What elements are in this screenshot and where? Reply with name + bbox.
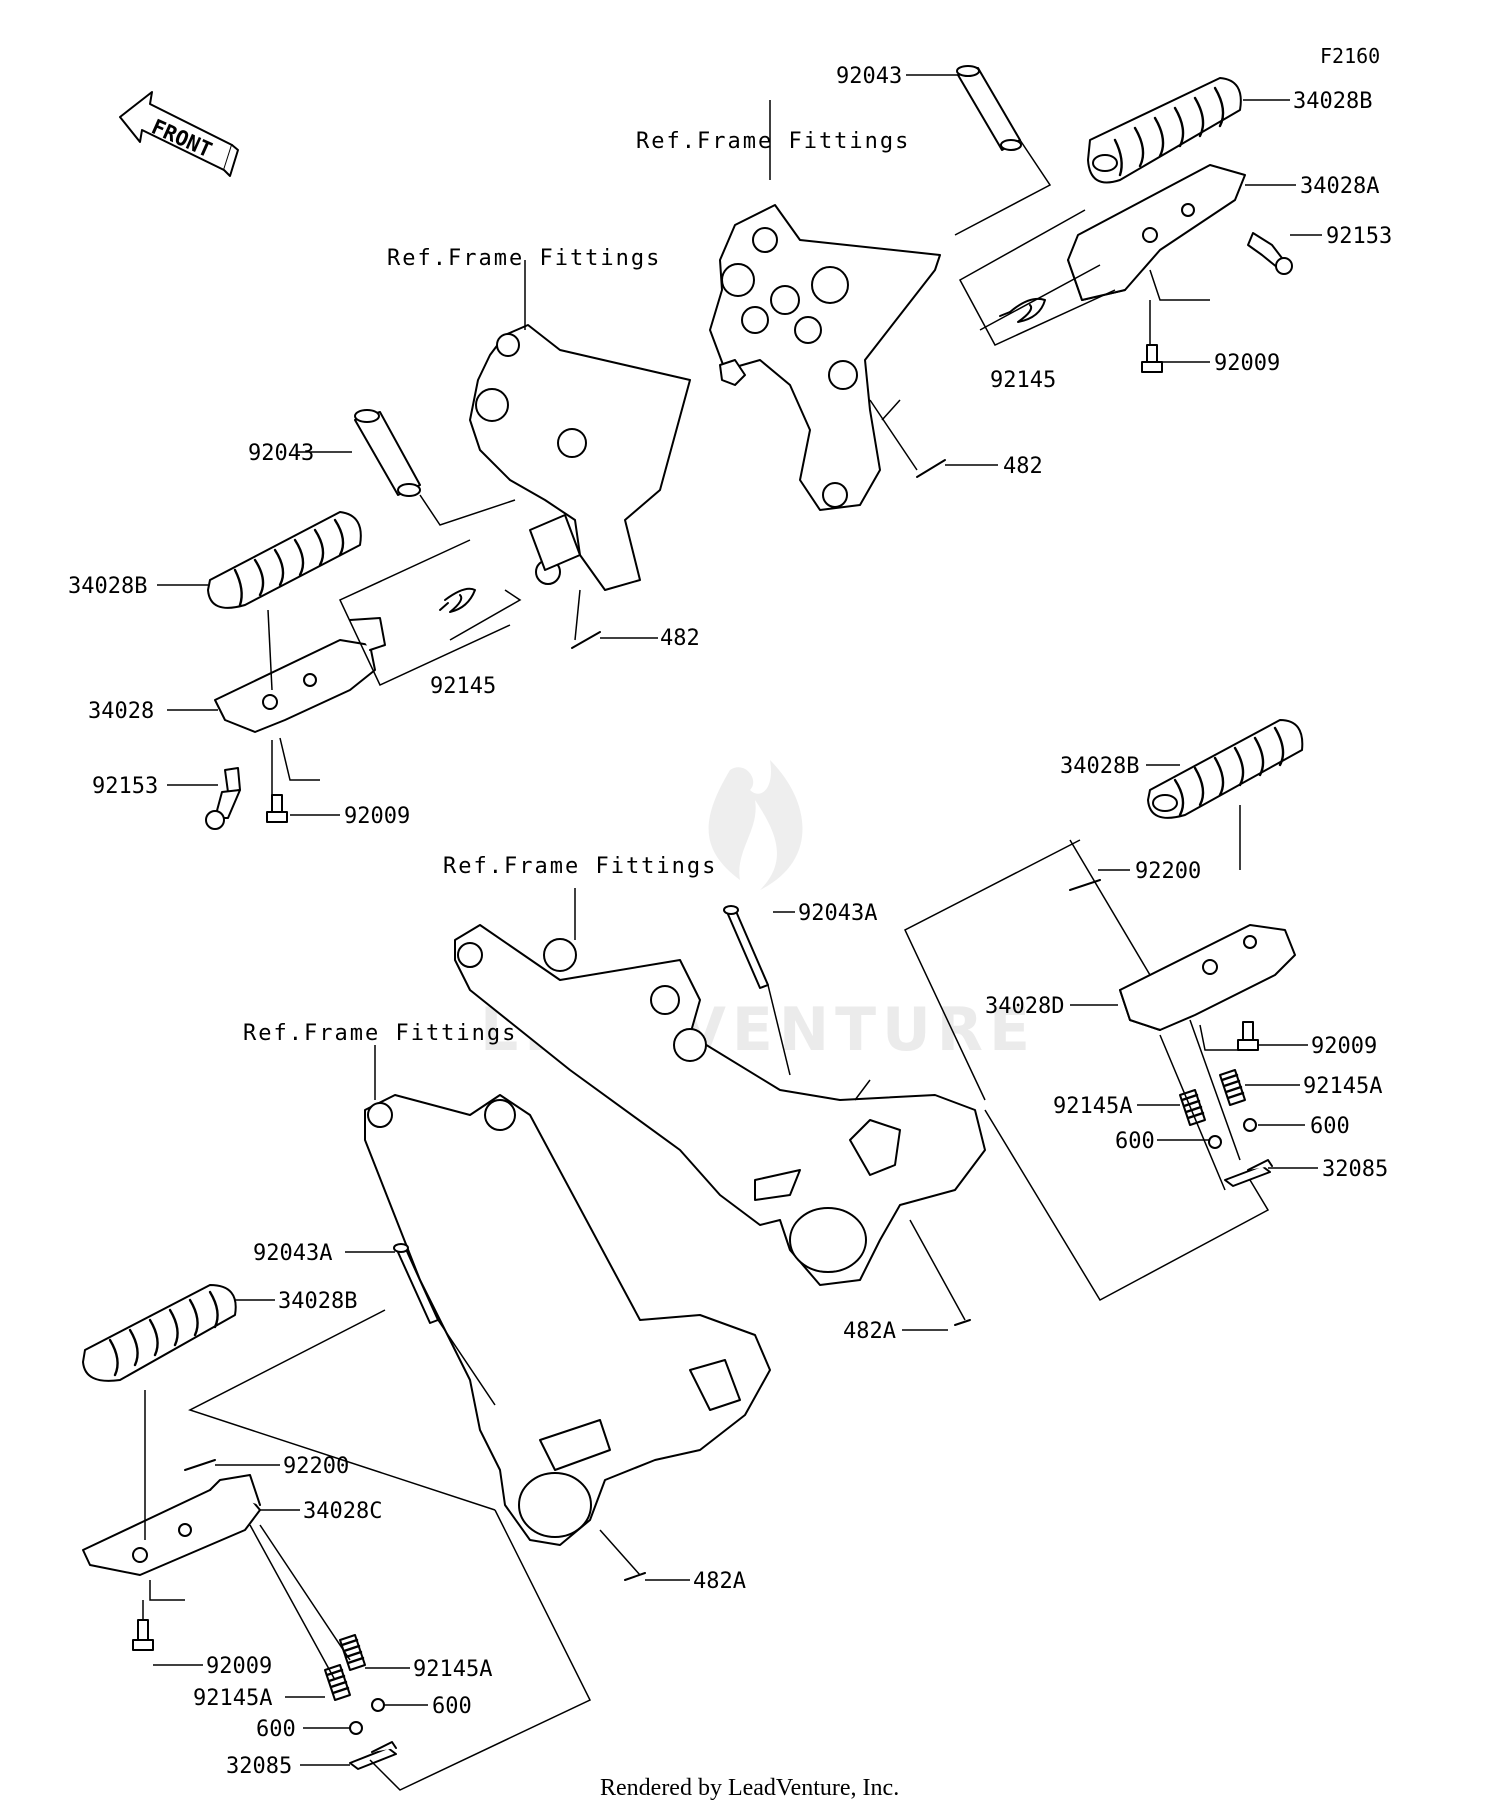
bolt-92153-left (205, 767, 241, 830)
ref-frame-fittings-2: Ref.Frame Fittings (387, 246, 661, 271)
shim-92200-right (1069, 879, 1101, 891)
shim-92200-bottom (184, 1459, 216, 1471)
pin-482A-bottom (624, 1572, 646, 1581)
flame-watermark-icon (708, 760, 803, 890)
label-34028B-right: 34028B (1060, 754, 1139, 779)
diagram-code: F2160 (1320, 44, 1380, 68)
label-34028B-bottom: 34028B (278, 1289, 357, 1314)
bottom-left-assembly: 92043A 34028B 92200 34028C 482A 92009 92… (82, 1021, 771, 1791)
spring-92145-top (999, 297, 1046, 323)
footpeg-34028C (82, 1474, 261, 1576)
footpeg-rubber-34028B-left (207, 511, 362, 609)
label-34028B-left: 34028B (68, 574, 147, 599)
ref-frame-fittings-1: Ref.Frame Fittings (636, 129, 910, 154)
rubber-34028B-right (1147, 719, 1304, 819)
label-92145A-bottom-a: 92145A (413, 1657, 492, 1682)
label-92145A-right-a: 92145A (1303, 1074, 1382, 1099)
label-482A-bottom: 482A (693, 1569, 746, 1594)
spring-92145A-bottom-a (339, 1634, 366, 1671)
label-32085-bottom: 32085 (226, 1754, 292, 1779)
render-credit: Rendered by LeadVenture, Inc. (600, 1775, 899, 1801)
label-34028C: 34028C (303, 1499, 382, 1524)
front-direction-arrow: FRONT (119, 91, 239, 177)
label-92043-top: 92043 (836, 64, 902, 89)
pin-92043A-right (723, 905, 769, 989)
label-92153-left: 92153 (92, 774, 158, 799)
label-92009-bottom: 92009 (206, 1654, 272, 1679)
label-482A-right: 482A (843, 1319, 896, 1344)
footpeg-rubber-34028B-top (1087, 77, 1242, 184)
label-92145A-bottom-b: 92145A (193, 1686, 272, 1711)
label-32085-right: 32085 (1322, 1157, 1388, 1182)
spring-92145A-right-b (1179, 1089, 1206, 1126)
footpeg-34028A (1067, 164, 1246, 301)
right-rear-bracket (454, 924, 986, 1286)
ref-frame-fittings-4: Ref.Frame Fittings (243, 1021, 517, 1046)
screw-92009-left (266, 794, 288, 823)
label-92043A-right: 92043A (798, 901, 877, 926)
label-92145-left: 92145 (430, 674, 496, 699)
label-34028A: 34028A (1300, 174, 1379, 199)
ball-600-right-b (1208, 1135, 1222, 1149)
spring-92145A-right-a (1219, 1069, 1246, 1106)
label-92145A-right-b: 92145A (1053, 1094, 1132, 1119)
pin-482-left (571, 631, 601, 649)
screw-92009-top (1141, 344, 1163, 373)
footpeg-34028D (1119, 924, 1296, 1031)
ball-600-right-a (1243, 1118, 1257, 1132)
footpeg-34028 (214, 617, 386, 733)
spring-92145-left (439, 587, 476, 613)
left-bracket (469, 324, 691, 591)
ball-600-bottom-a (371, 1698, 385, 1712)
top-right-assembly: 92043 34028B 34028A 92153 92145 92009 48… (636, 64, 1392, 511)
label-92009-top: 92009 (1214, 351, 1280, 376)
label-600-bottom-a: 600 (432, 1694, 472, 1719)
plate-32085-right (1224, 1159, 1273, 1187)
label-600-right-a: 600 (1310, 1114, 1350, 1139)
left-assembly: 92043 34028B 482 92145 34028 92153 92009… (68, 246, 700, 830)
pin-482-top (916, 459, 946, 478)
label-600-right-b: 600 (1115, 1129, 1155, 1154)
label-34028D: 34028D (985, 994, 1064, 1019)
label-92009-right: 92009 (1311, 1034, 1377, 1059)
label-482-left: 482 (660, 626, 700, 651)
label-482-top: 482 (1003, 454, 1043, 479)
pin-482A-right (954, 1319, 971, 1326)
screw-92009-bottom (132, 1619, 154, 1651)
bolt-92153-top (1247, 232, 1293, 275)
ball-600-bottom-b (349, 1721, 363, 1735)
plate-32085-bottom (349, 1741, 397, 1770)
pin-92043-top (956, 65, 1022, 151)
label-92200-bottom: 92200 (283, 1454, 349, 1479)
label-34028B-top: 34028B (1293, 89, 1372, 114)
rubber-34028B-bottom (82, 1284, 237, 1382)
top-right-bracket (709, 204, 941, 511)
label-92145-top: 92145 (990, 368, 1056, 393)
spring-92145A-bottom-b (324, 1664, 351, 1701)
bottom-rear-bracket (364, 1094, 771, 1546)
pin-92043-left (354, 409, 421, 497)
ref-frame-fittings-3: Ref.Frame Fittings (443, 854, 717, 879)
right-middle-assembly: 34028B 92200 92043A 34028D 92009 92145A … (443, 719, 1388, 1344)
label-600-bottom-b: 600 (256, 1717, 296, 1742)
label-92153-top: 92153 (1326, 224, 1392, 249)
label-92043A-bottom: 92043A (253, 1241, 332, 1266)
label-92009-left: 92009 (344, 804, 410, 829)
label-92043-left: 92043 (248, 441, 314, 466)
label-92200-right: 92200 (1135, 859, 1201, 884)
label-34028: 34028 (88, 699, 154, 724)
screw-92009-right (1237, 1021, 1259, 1051)
